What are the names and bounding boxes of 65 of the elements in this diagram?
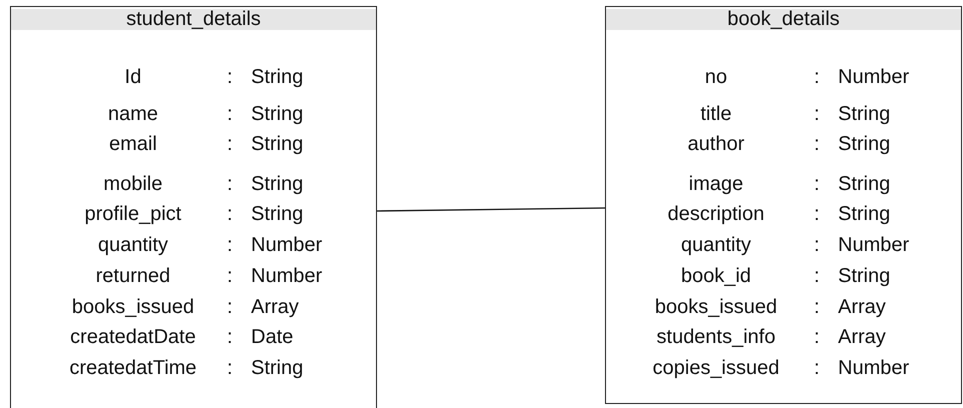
field-name: copies_issued: [652, 356, 780, 380]
field-name: returned: [96, 264, 170, 288]
separator-colon: :: [227, 295, 233, 319]
separator-colon: :: [814, 102, 820, 126]
separator-colon: :: [814, 325, 820, 349]
separator-colon: :: [227, 202, 233, 226]
field-name: createdatTime: [69, 356, 197, 380]
field-name: book_id: [680, 264, 752, 288]
field-type: Date: [251, 325, 294, 349]
field-name: quantity: [98, 233, 168, 257]
entity-table: [10, 6, 377, 408]
field-type: Array: [251, 295, 299, 319]
field-type: String: [838, 264, 890, 288]
field-name: createdatDate: [70, 325, 196, 349]
separator-colon: :: [227, 233, 233, 257]
field-type: String: [251, 356, 304, 380]
field-type: String: [251, 132, 304, 156]
separator-colon: :: [814, 202, 820, 226]
connector-line: [377, 207, 605, 212]
separator-colon: :: [227, 325, 233, 349]
field-name: title: [700, 102, 732, 126]
field-name: image: [688, 172, 744, 196]
field-type: String: [838, 172, 890, 196]
field-name: students_info: [656, 325, 776, 349]
field-type: Array: [838, 325, 886, 349]
separator-colon: :: [227, 102, 233, 126]
table-header: book_details: [606, 9, 961, 30]
field-type: Array: [838, 295, 886, 319]
field-type: String: [838, 102, 890, 126]
field-name: no: [704, 65, 728, 89]
field-type: Number: [251, 264, 322, 288]
field-name: books_issued: [654, 295, 778, 319]
separator-colon: :: [227, 65, 233, 89]
field-name: quantity: [680, 233, 752, 257]
separator-colon: :: [814, 172, 820, 196]
field-name: email: [109, 132, 157, 156]
separator-colon: :: [227, 356, 233, 380]
field-type: String: [251, 65, 304, 89]
field-name: mobile: [104, 172, 162, 196]
field-type: String: [251, 102, 304, 126]
separator-colon: :: [814, 233, 820, 257]
field-type: Number: [251, 233, 322, 257]
field-type: String: [838, 132, 890, 156]
field-type: String: [251, 202, 304, 226]
field-name: name: [108, 102, 158, 126]
field-name: books_issued: [72, 295, 194, 319]
separator-colon: :: [227, 132, 233, 156]
separator-colon: :: [814, 356, 820, 380]
separator-colon: :: [227, 264, 233, 288]
separator-colon: :: [814, 264, 820, 288]
field-name: profile_pict: [84, 202, 182, 226]
separator-colon: :: [814, 65, 820, 89]
separator-colon: :: [814, 295, 820, 319]
separator-colon: :: [227, 172, 233, 196]
entity-table: [605, 6, 962, 404]
field-type: String: [251, 172, 304, 196]
field-type: String: [838, 202, 890, 226]
field-type: Number: [838, 356, 910, 380]
field-type: Number: [838, 65, 910, 89]
field-name: description: [668, 202, 764, 226]
separator-colon: :: [814, 132, 820, 156]
field-name: author: [688, 132, 744, 156]
field-name: Id: [124, 65, 142, 89]
table-header: student_details: [11, 9, 376, 30]
field-type: Number: [838, 233, 910, 257]
